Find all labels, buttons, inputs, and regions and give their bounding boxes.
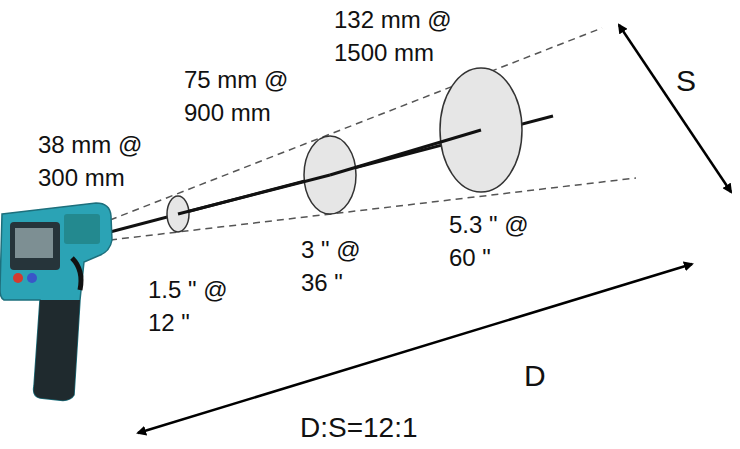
cone-edge [110, 178, 636, 240]
spot-size-metric: 38 mm @ 300 mm [38, 128, 163, 194]
spot-size-imperial: 3 " @ 36 " [301, 233, 385, 299]
distance-symbol: D [524, 355, 564, 396]
d-arrow [138, 264, 692, 433]
spot-size-imperial: 1.5 " @ 12 " [148, 273, 246, 339]
s-arrow [619, 25, 731, 192]
distance-to-spot-ratio: D:S=12:1 [300, 408, 500, 447]
spot-size-imperial: 5.3 " @ 60 " [449, 208, 547, 274]
ir-thermometer [0, 203, 112, 400]
spot-size-metric: 132 mm @ 1500 mm [334, 3, 474, 69]
spot-size-metric: 75 mm @ 900 mm [184, 63, 309, 129]
spot-diameter-symbol: S [676, 60, 716, 101]
